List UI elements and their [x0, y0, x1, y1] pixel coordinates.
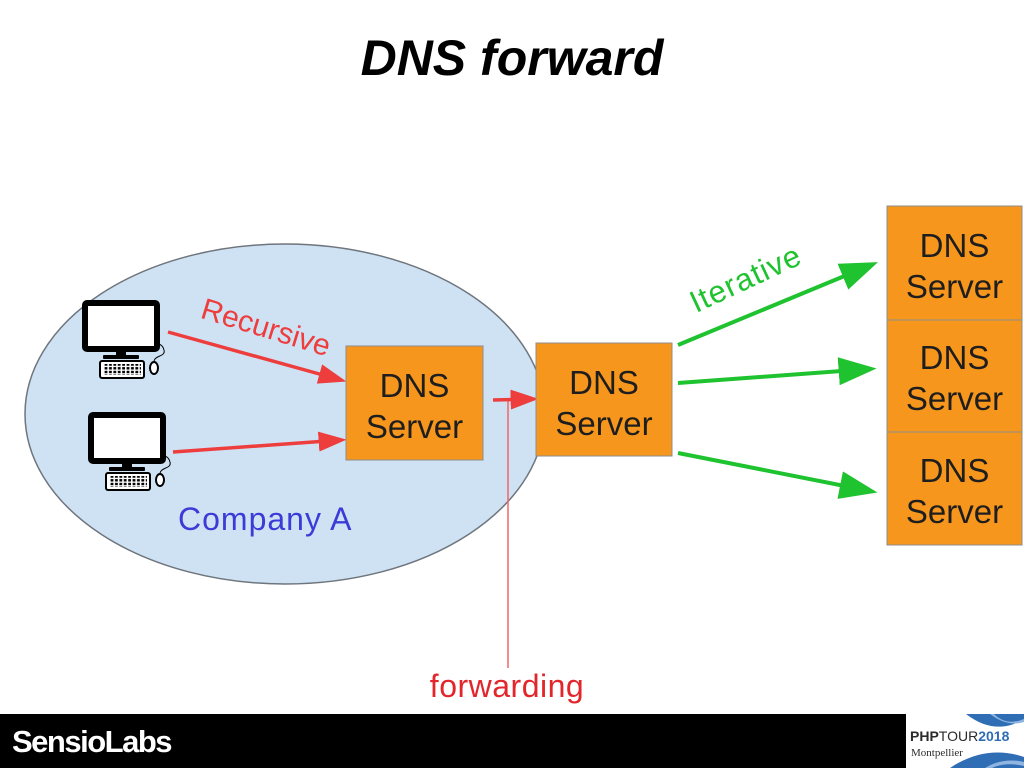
monitor-stand: [116, 351, 126, 356]
mouse-cable: [153, 343, 165, 363]
sensiolabs-logo-part1: Sensio: [12, 724, 105, 759]
dns-server-box: [535, 342, 673, 457]
logo-event-name: PHPTOUR2018: [910, 728, 1010, 744]
logo-php: PHP: [910, 728, 939, 744]
company-label: Company A: [178, 501, 352, 537]
logo-wave-bottom-light: [985, 760, 1024, 768]
iterative-arrow: [677, 451, 878, 499]
logo-year: 2018: [978, 728, 1009, 744]
dns-server-label-line2: Server: [906, 493, 1003, 530]
dns-server-box: [886, 319, 1023, 433]
keyboard-keys: [109, 476, 147, 487]
dns-server-box: [886, 431, 1023, 546]
dns-server-label-line1: DNS: [920, 227, 990, 264]
phptour-2018-logo: PHPTOUR2018 Montpellier: [906, 714, 1024, 768]
client-computer-icon: [88, 412, 171, 491]
monitor: [88, 412, 166, 464]
client-computer-icon: [82, 300, 165, 379]
logo-city: Montpellier: [911, 747, 963, 759]
dns-server-box: [345, 345, 484, 461]
iterative-arrow: [677, 357, 877, 386]
iterative-arrow: [677, 262, 879, 347]
dns-server-label-line2: Server: [366, 408, 463, 445]
logo-wave-top-light: [990, 714, 1024, 724]
monitor-base: [103, 355, 139, 359]
footer-bar: [0, 714, 1024, 768]
dns-server-label-line1: DNS: [569, 364, 639, 401]
sensiolabs-logo: SensioLabs: [12, 724, 171, 759]
iterative-label: Iterative: [684, 237, 807, 319]
dns-server-upstream: DNS Server: [886, 319, 1023, 433]
dns-server-label-line1: DNS: [920, 339, 990, 376]
dns-server-forwarder: DNS Server: [535, 342, 673, 457]
monitor-stand: [122, 463, 132, 468]
mouse-cable: [159, 455, 171, 475]
recursive-arrow: [172, 431, 347, 454]
dns-server-label-line2: Server: [906, 268, 1003, 305]
slide-title: DNS forward: [361, 30, 665, 86]
forwarding-label: forwarding: [430, 668, 584, 704]
dns-server-label-line1: DNS: [920, 452, 990, 489]
dns-server-upstream: DNS Server: [886, 431, 1023, 546]
monitor: [82, 300, 160, 352]
sensiolabs-logo-part2: Labs: [105, 724, 172, 759]
keyboard-keys: [103, 364, 141, 375]
dns-server-upstream: DNS Server: [886, 205, 1023, 321]
dns-server-company: DNS Server: [345, 345, 484, 461]
monitor-base: [109, 467, 145, 471]
mouse: [149, 361, 159, 375]
mouse: [155, 473, 165, 487]
forwarding-arrow: [492, 389, 539, 410]
dns-server-label-line2: Server: [906, 380, 1003, 417]
dns-server-label-line1: DNS: [380, 367, 450, 404]
logo-wave-top: [966, 714, 1024, 727]
dns-server-label-line2: Server: [555, 405, 652, 442]
logo-tour: TOUR: [939, 728, 978, 744]
recursive-arrow: [167, 330, 347, 384]
dns-server-box: [886, 205, 1023, 321]
